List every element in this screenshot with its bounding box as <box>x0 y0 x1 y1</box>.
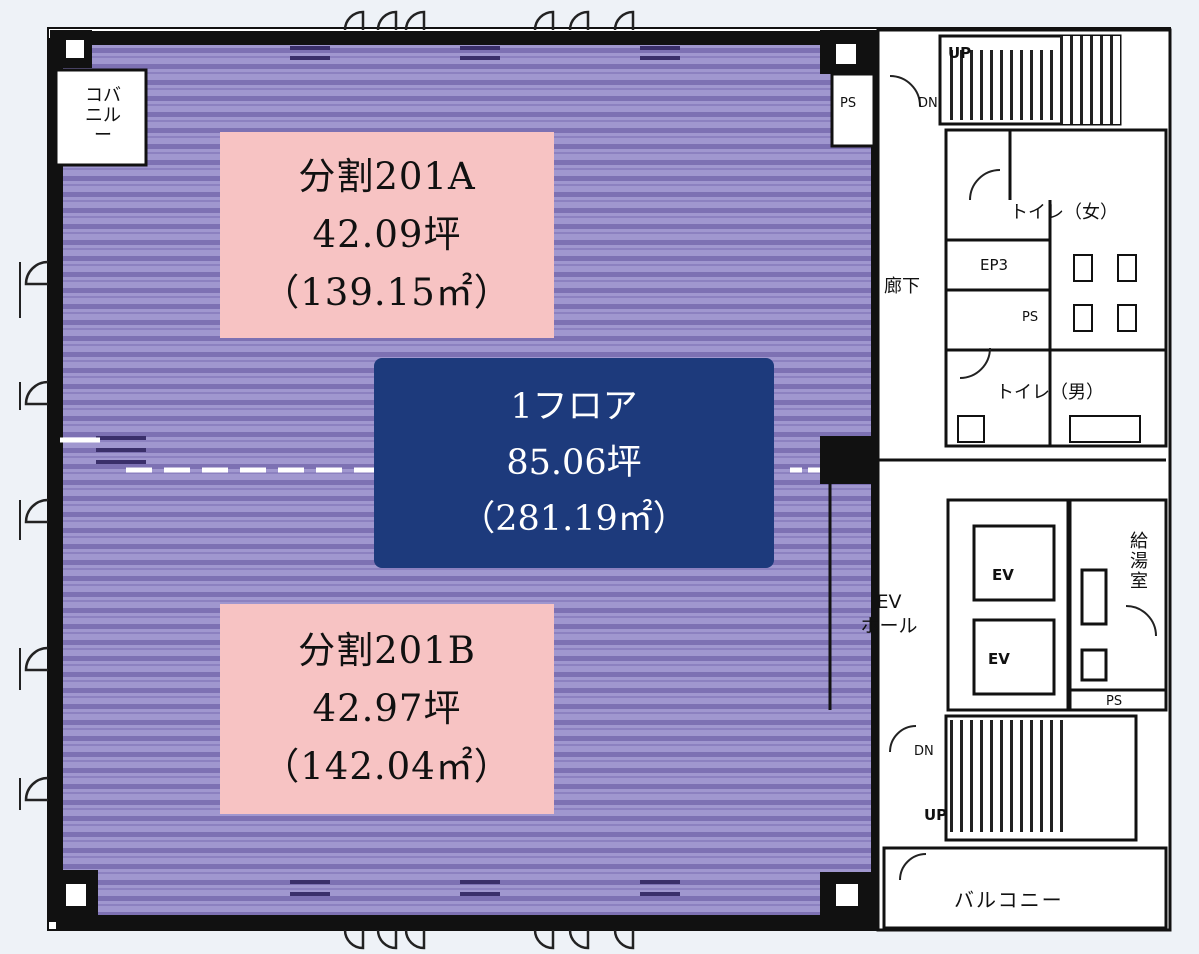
stair-bottom-dn-label: DN <box>914 744 934 759</box>
unit-201b-box: 分割201B 42.97坪 （142.04㎡） <box>220 604 554 814</box>
toilet-women-label: トイレ（女） <box>1010 202 1118 223</box>
stair-top-up-label: UP <box>948 44 972 62</box>
kyutoshitsu-label: 給 湯 室 <box>1130 531 1148 592</box>
unit-201a-tsubo: 42.09坪 <box>312 213 462 256</box>
unit-201a-box: 分割201A 42.09坪 （139.15㎡） <box>220 132 554 338</box>
balcony-top-label: コバ ニル ー <box>85 85 121 146</box>
unit-201b-name: 分割201B <box>298 629 476 672</box>
unit-201b-area: （142.04㎡） <box>262 745 512 788</box>
ps-mid-label: PS <box>1022 310 1039 325</box>
ev-2-label: EV <box>988 650 1010 668</box>
ep3-label: EP3 <box>980 256 1009 274</box>
unit-201b-tsubo: 42.97坪 <box>312 687 462 730</box>
floor-area: （281.19㎡） <box>460 499 688 539</box>
unit-201a-name: 分割201A <box>298 155 476 198</box>
ps-lower-label: PS <box>1106 694 1123 709</box>
ev-hall-label: EV ホール <box>860 591 918 637</box>
corridor-label: 廊下 <box>884 276 920 297</box>
balcony-bottom-label: バルコニー <box>954 888 1064 912</box>
stair-top-dn-label: DN <box>918 96 938 111</box>
floor-tsubo: 85.06坪 <box>506 443 642 483</box>
ev-1-label: EV <box>992 566 1014 584</box>
stair-bottom-up-label: UP <box>924 806 948 824</box>
floor-name: 1フロア <box>510 387 638 427</box>
unit-201a-area: （139.15㎡） <box>262 271 512 314</box>
toilet-men-label: トイレ（男） <box>996 382 1104 403</box>
whole-floor-box: 1フロア 85.06坪 （281.19㎡） <box>374 358 774 568</box>
ps-top-label: PS <box>840 96 857 111</box>
